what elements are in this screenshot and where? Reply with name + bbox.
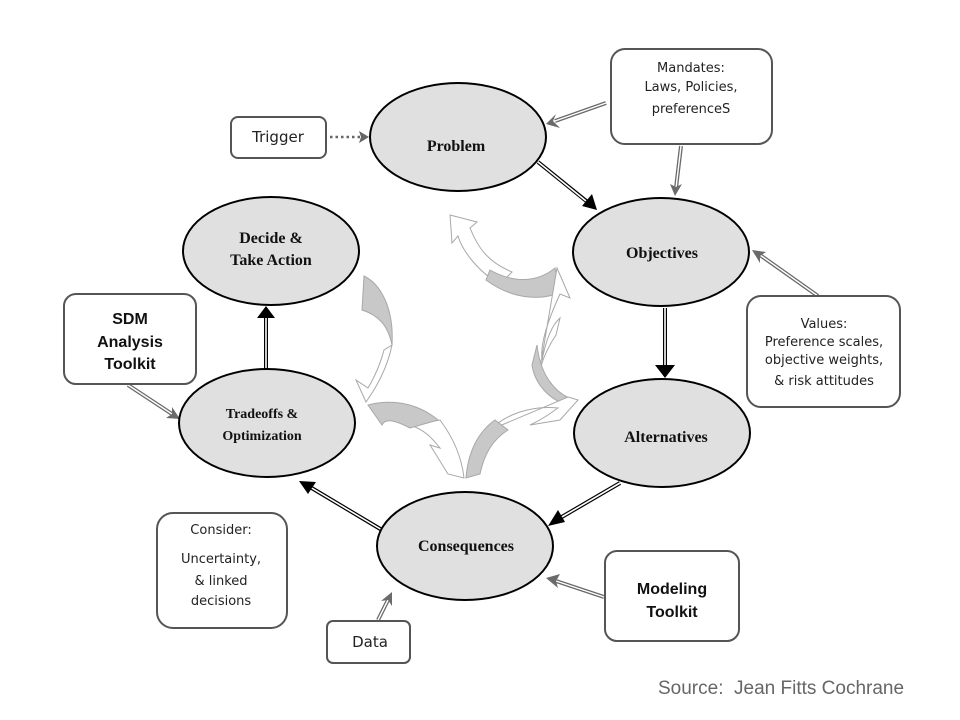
arrow-alternatives-to-consequences [548,481,622,526]
box-trigger-label: Trigger [251,128,305,146]
curved-arrow-top [449,214,513,285]
box-data-label: Data [352,633,388,651]
box-sdm-line3: Toolkit [104,356,156,373]
box-modeling-toolkit: Modeling Toolkit [604,550,740,642]
arrow-values-to-objectives [752,250,820,298]
input-arrows [126,101,820,621]
box-sdm-line2: Analysis [97,334,163,351]
curved-arrow-left-fill [361,275,393,346]
box-consider-line4: decisions [191,594,252,609]
arrow-problem-to-objectives [536,160,597,210]
curved-arrow-right [537,266,571,381]
box-values: Values: Preference scales, objective wei… [746,295,901,408]
central-cycle-arrows [354,214,579,479]
arrow-mandates-to-objectives [670,145,683,196]
node-alternatives-label: Alternatives [624,429,708,446]
node-tradeoffs-label-line2: Optimization [222,429,302,444]
arrow-data-to-consequences [376,592,392,621]
node-decide-label-line2: Take Action [230,252,312,269]
box-mandates-line2: Laws, Policies, [644,80,737,95]
box-values-line3: objective weights, [765,353,883,368]
curved-arrow-bottom-right-fill [465,419,509,479]
arrow-sdm-to-tradeoffs [126,383,180,419]
node-alternatives: Alternatives [573,378,751,488]
box-mandates-line1: Mandates: [657,61,725,76]
arrow-trigger-to-problem [330,131,369,143]
box-mandates-line3: preferenceS [652,102,731,117]
node-decide-label-line1: Decide & [239,230,303,247]
box-sdm-line1: SDM [112,311,148,328]
curved-arrow-bottom-left-fill [367,401,440,429]
curved-arrow-bottom-left [409,419,465,479]
box-consider-line1: Consider: [190,523,251,538]
node-tradeoffs-label-line1: Tradeoffs & [226,407,298,422]
box-consider-line3: & linked [194,574,247,589]
arrow-modeling-to-consequences [546,574,605,599]
arrow-tradeoffs-to-decide [257,306,275,370]
arrow-objectives-to-alternatives [655,308,675,378]
box-data: Data [326,620,411,664]
box-values-line1: Values: [801,317,848,332]
box-modeling-line1: Modeling [637,581,707,598]
source-caption: Source: Jean Fitts Cochrane [658,678,904,699]
node-decide: Decide & Take Action [182,196,360,306]
curved-arrow-bottom-right [489,396,579,431]
node-consequences: Consequences [376,491,554,601]
node-objectives-label: Objectives [626,245,698,262]
curved-arrow-left [354,343,393,404]
node-objectives: Objectives [572,197,750,307]
arrow-mandates-to-problem [546,101,607,128]
box-mandates: Mandates: Laws, Policies, preferenceS [610,48,773,145]
node-tradeoffs: Tradeoffs & Optimization [178,368,356,478]
node-consequences-label: Consequences [418,538,514,555]
box-values-line2: Preference scales, [765,335,883,350]
arrow-consequences-to-tradeoffs [299,481,384,532]
node-problem-label: Problem [427,138,486,155]
box-consider-line2: Uncertainty, [181,552,261,567]
main-flow-arrows [257,160,675,532]
curved-arrow-right-fill [531,344,570,406]
node-problem: Problem [369,82,547,192]
box-modeling-line2: Toolkit [646,604,698,621]
box-consider: Consider: Uncertainty, & linked decision… [156,512,288,629]
box-trigger: Trigger [230,116,327,159]
box-values-line4: & risk attitudes [774,374,874,389]
box-sdm-toolkit: SDM Analysis Toolkit [63,293,197,385]
